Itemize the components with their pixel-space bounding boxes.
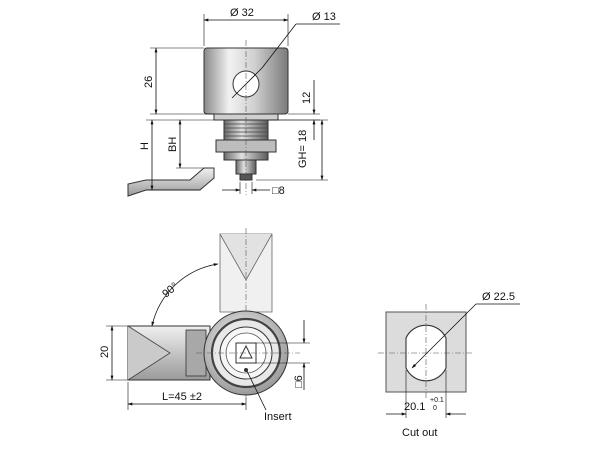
- dim-square-top: □8: [272, 185, 285, 197]
- dim-angle: 90°: [160, 280, 180, 300]
- dim-tolerance-upper: +0.1: [430, 397, 444, 404]
- dim-head-diameter: Ø 32: [230, 7, 254, 19]
- dim-length: L=45 ±2: [162, 391, 202, 403]
- dim-key-diameter: Ø 13: [312, 11, 336, 23]
- cutout-view: Ø 22.5 20.1 +0.1 0 Cut out: [378, 291, 520, 439]
- cam-tongue: [127, 167, 215, 197]
- dim-thread-length: 12: [301, 92, 313, 104]
- triangle-icon: [239, 344, 253, 359]
- dim-tolerance-lower: 0: [433, 405, 437, 412]
- dim-cutout-width: 20.1: [404, 401, 425, 413]
- dim-gh: GH= 18: [297, 130, 309, 168]
- dim-bh: BH: [167, 137, 179, 152]
- front-view: 90° 20 L=45 ±2 □6 Insert: [99, 228, 310, 423]
- side-view: Ø 32 Ø 13 26 H BH 12 GH= 18: [127, 7, 340, 197]
- dim-cutout-diameter: Ø 22.5: [482, 291, 515, 303]
- cutout-title: Cut out: [402, 427, 437, 439]
- dim-head-height: 26: [143, 76, 155, 88]
- dim-h: H: [139, 142, 151, 150]
- dim-cam-width: 20: [99, 346, 111, 358]
- dim-square-side: □6: [293, 375, 305, 388]
- label-insert: Insert: [264, 411, 292, 423]
